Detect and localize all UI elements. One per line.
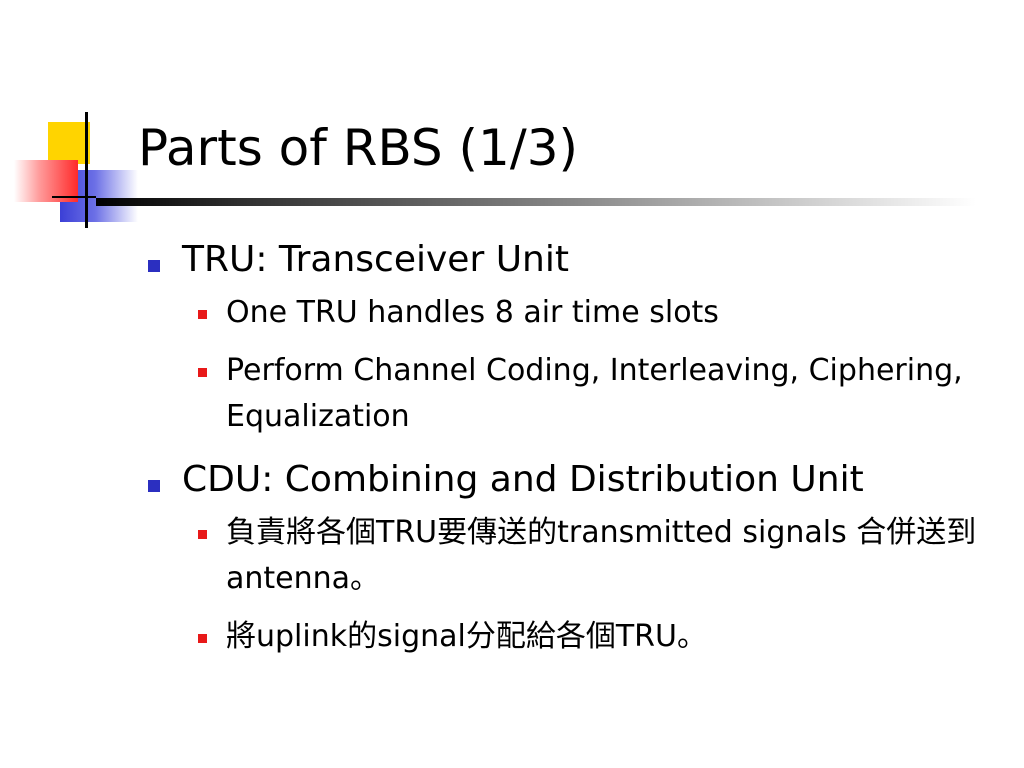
square-bullet-icon (198, 368, 207, 377)
sub-bullet-text: One TRU handles 8 air time slots (226, 295, 719, 330)
corner-decoration (0, 0, 150, 240)
slide-content: TRU: Transceiver Unit One TRU handles 8 … (146, 236, 1006, 676)
sub-bullet-list: One TRU handles 8 air time slots Perform… (146, 290, 1006, 440)
bullet-text: TRU: Transceiver Unit (182, 239, 569, 280)
sub-bullet-cdu-distribute: 將uplink的signal分配給各個TRU。 (146, 614, 1006, 660)
horizontal-line-decoration (52, 196, 96, 198)
square-bullet-icon (198, 634, 207, 643)
bullet-tru: TRU: Transceiver Unit (146, 236, 1006, 284)
square-bullet-icon (198, 310, 207, 319)
sub-bullet-text: 將uplink的signal分配給各個TRU。 (226, 619, 707, 654)
square-bullet-icon (148, 260, 160, 272)
yellow-square-decoration (48, 122, 90, 164)
vertical-line-decoration (85, 112, 88, 228)
sub-bullet-tru-functions: Perform Channel Coding, Interleaving, Ci… (146, 348, 1006, 440)
sub-bullet-list: 負責將各個TRU要傳送的transmitted signals 合併送到ante… (146, 510, 1006, 660)
title-underline-rule (96, 198, 976, 206)
bullet-text: CDU: Combining and Distribution Unit (182, 459, 864, 500)
square-bullet-icon (148, 480, 160, 492)
slide-title: Parts of RBS (1/3) (138, 119, 579, 177)
bullet-cdu: CDU: Combining and Distribution Unit (146, 456, 1006, 504)
sub-bullet-text: Perform Channel Coding, Interleaving, Ci… (226, 353, 963, 434)
sub-bullet-tru-slots: One TRU handles 8 air time slots (146, 290, 1006, 336)
sub-bullet-cdu-combine: 負責將各個TRU要傳送的transmitted signals 合併送到ante… (146, 510, 1006, 602)
red-square-decoration (14, 160, 78, 202)
square-bullet-icon (198, 530, 207, 539)
sub-bullet-text: 負責將各個TRU要傳送的transmitted signals 合併送到ante… (226, 515, 977, 596)
